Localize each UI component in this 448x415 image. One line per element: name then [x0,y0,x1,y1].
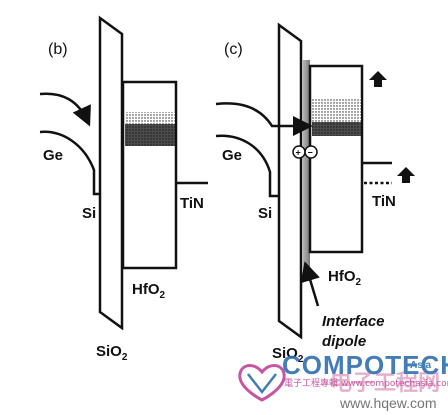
panel-c-sio2-layer [277,22,303,340]
panel-b-ge-label: Ge [43,147,63,164]
panel-c-minus-charge [304,145,318,159]
panel-c-dipole-pointer [300,261,320,307]
panel-b: (b) Ge Si TiN HfO2 SiO2 [39,15,208,363]
panel-c-label: (c) [224,41,243,58]
panel-b-tin-label: TiN [180,195,204,212]
panel-b-sio2-layer [98,15,124,331]
panel-c-tin-up-arrow [397,167,415,183]
watermark-logo-icon [238,363,286,402]
panel-b-valence-band [39,130,101,196]
panel-b-conduction-arrow [39,92,91,127]
panel-c-conduction-arrow [215,102,313,136]
watermark-brand: COMPOTECH [282,350,448,380]
watermark-cn-large: 电子工程网 [330,371,440,396]
panel-c-trap-texture [312,122,361,136]
panel-b-hfo2-label: HfO2 [132,281,166,301]
panel-c-plus-sign: + [296,148,301,158]
watermark: 电子工程网 COMPOTECH Asia 電子工程專輯 www.compotec… [238,350,448,411]
watermark-url: www.hqew.com [339,395,436,411]
panel-c-hfo2-layer [308,64,364,254]
panel-b-sio2-label: SiO2 [96,343,128,363]
panel-c-trap-region [312,98,361,122]
panel-c-hfo2-label: HfO2 [328,268,362,288]
panel-c-hfo2-up-arrow [369,71,387,87]
panel-c-sio2-label: SiO2 [272,345,304,365]
panel-c-dipole-label-line1: Interface [322,313,385,330]
watermark-cn-text: 電子工程專輯 www.compotechasia.com [284,377,448,389]
panel-c-dipole-label-line2: dipole [322,333,366,350]
panel-c: (c) + − Ge Si TiN HfO2 Interface [215,22,415,365]
panel-b-si-label: Si [82,205,96,222]
panel-b-trap-region [125,112,175,124]
panel-b-label: (b) [48,41,68,58]
panel-b-trap-texture [125,124,175,146]
panel-c-si-label: Si [258,205,272,222]
watermark-asia: Asia [410,360,432,371]
panel-c-valence-band [215,134,280,198]
panel-c-ge-label: Ge [222,147,242,164]
panel-c-dipole-layer [302,60,310,270]
panel-c-minus-sign: − [308,148,313,158]
panel-c-tin-label: TiN [372,193,396,210]
panel-b-hfo2-layer [121,80,178,270]
